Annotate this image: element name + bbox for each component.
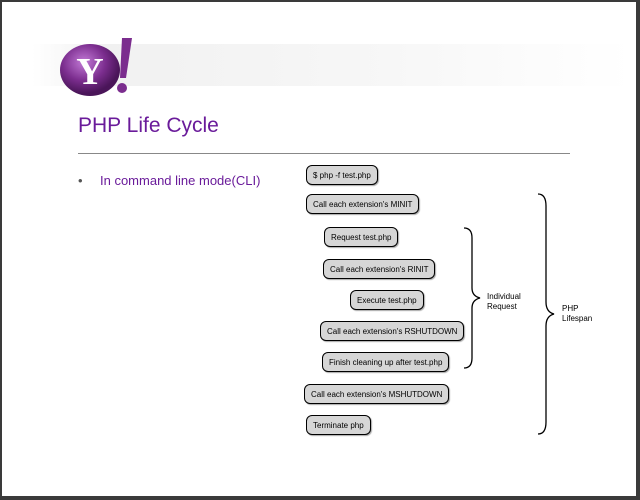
step-terminate: Terminate php <box>306 415 371 435</box>
slide-title: PHP Life Cycle <box>78 114 219 137</box>
step-mshutdown: Call each extension's MSHUTDOWN <box>304 384 450 404</box>
individual-request-line2: Request <box>487 302 517 311</box>
php-lifespan-line2: Lifespan <box>562 314 593 323</box>
step-minit: Call each extension's MINIT <box>306 194 420 214</box>
step-finish-cleaning: Finish cleaning up after test.php <box>322 352 450 372</box>
step-rinit: Call each extension's RINIT <box>323 259 436 279</box>
bullet-text: In command line mode(CLI) <box>100 173 261 188</box>
title-divider <box>78 153 570 154</box>
step-php-command: $ php -f test.php <box>306 165 378 185</box>
php-lifespan-label: PHP Lifespan <box>562 304 592 324</box>
individual-request-brace <box>463 227 481 369</box>
php-lifespan-brace <box>537 193 555 435</box>
step-execute: Execute test.php <box>350 290 424 310</box>
yahoo-logo: Y <box>60 38 132 96</box>
svg-text:Y: Y <box>76 51 103 93</box>
braces <box>463 193 555 435</box>
step-rshutdown: Call each extension's RSHUTDOWN <box>320 321 465 341</box>
bullet-dot: • <box>78 173 83 188</box>
php-lifespan-line1: PHP <box>562 304 579 313</box>
step-request: Request test.php <box>324 227 399 247</box>
bullet-item: • In command line mode(CLI) <box>78 173 260 188</box>
individual-request-label: Individual Request <box>487 292 521 312</box>
individual-request-line1: Individual <box>487 292 521 301</box>
slide: Y PHP Life Cycle • In command line mode(C… <box>2 2 636 496</box>
logo-band <box>32 44 632 86</box>
